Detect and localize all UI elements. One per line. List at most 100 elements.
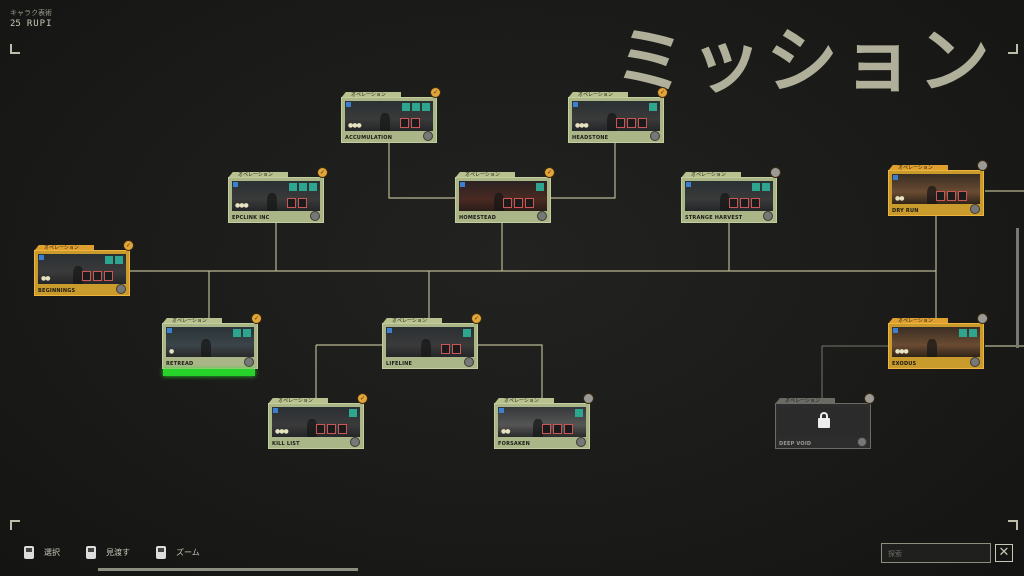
status-ring-icon (970, 357, 980, 367)
search-input[interactable]: 探索 (881, 543, 991, 563)
mission-label: BEGINNINGS (38, 288, 76, 294)
stat-boxes (441, 344, 461, 354)
reward-icons (289, 183, 317, 191)
mission-type-icon (686, 182, 691, 187)
medal-icon: ✓ (544, 167, 555, 178)
stat-boxes (82, 271, 113, 281)
mission-card-exodus[interactable]: オペレーション ●●● EXODUS (888, 313, 988, 369)
status-ring-icon (537, 211, 547, 221)
mission-label: DRY RUN (892, 208, 919, 214)
status-ring-icon (576, 437, 586, 447)
legend-select: 選択 (24, 546, 60, 559)
mission-label: HEADSTONE (572, 135, 609, 141)
reward-icons (402, 103, 430, 111)
controls-legend: 選択 見渡す ズーム (24, 546, 212, 559)
status-ring-icon (650, 131, 660, 141)
link-accumulation (388, 143, 455, 199)
difficulty-icons: ●●● (235, 202, 249, 209)
reward-icons (575, 409, 583, 417)
mission-label: LIFELINE (386, 361, 413, 367)
key-zoom-icon (156, 546, 166, 559)
reward-icons (105, 256, 123, 264)
reward-icons (536, 183, 544, 191)
mission-card-dry-run[interactable]: オペレーション ●● DRY RUN (888, 160, 988, 216)
mission-label: EPCLINK INC (232, 215, 270, 221)
stat-boxes (616, 118, 647, 128)
mission-label: RETREAD (166, 361, 194, 367)
mission-card-forsaken[interactable]: オペレーション ●● FORSAKEN (494, 393, 594, 449)
reward-icons (233, 329, 251, 337)
medal-icon (977, 160, 988, 171)
link-forsaken (478, 344, 543, 401)
medal-icon (770, 167, 781, 178)
mission-type-icon (273, 408, 278, 413)
stat-boxes (729, 198, 760, 208)
medal-icon: ✓ (357, 393, 368, 404)
corner-frame-bottom-right (1008, 520, 1018, 530)
link-headstone (551, 143, 616, 199)
mission-card-locked[interactable]: オペレーション DEEP VOID (775, 393, 875, 449)
screen-title: ミッション (613, 19, 994, 103)
medal-icon (583, 393, 594, 404)
status-ring-icon (464, 357, 474, 367)
mission-card-homestead[interactable]: オペレーション HOMESTEAD ✓ (455, 167, 555, 223)
mission-type-icon (893, 328, 898, 333)
mission-card-beginnings[interactable]: オペレーション ●● BEGINNINGS ✓ (34, 240, 134, 296)
difficulty-icons: ●●● (348, 122, 362, 129)
mission-card-accumulation[interactable]: オペレーション ●●● ACCUMULATION ✓ (341, 87, 441, 143)
stat-boxes (287, 198, 307, 208)
mission-card-strange-harvest[interactable]: オペレーション STRANGE HARVEST (681, 167, 781, 223)
mission-type-icon (460, 182, 465, 187)
status-ring-icon (310, 211, 320, 221)
mission-type-icon (233, 182, 238, 187)
medal-icon: ✓ (123, 240, 134, 251)
reward-icons (463, 329, 471, 337)
mission-label: KILL LIST (272, 441, 300, 447)
difficulty-icons: ●●● (895, 348, 909, 355)
difficulty-icons: ●●● (575, 122, 589, 129)
mission-card-kill-list[interactable]: オペレーション ●●● KILL LIST ✓ (268, 393, 368, 449)
lock-icon (818, 412, 830, 428)
link-locked (821, 345, 888, 401)
stat-boxes (503, 198, 534, 208)
search-box[interactable]: 探索 ✕ (881, 543, 1013, 563)
status-ring-icon (857, 437, 867, 447)
status-ring-icon (116, 284, 126, 294)
medal-icon: ✓ (317, 167, 328, 178)
mission-card-headstone[interactable]: オペレーション ●●● HEADSTONE ✓ (568, 87, 668, 143)
player-caption: キャラク表術 (10, 9, 52, 17)
mission-card-epclink[interactable]: オペレーション ●●● EPCLINK INC ✓ (228, 167, 328, 223)
medal-icon (864, 393, 875, 404)
corner-frame-bottom-left (10, 520, 20, 530)
reward-icons (649, 103, 657, 111)
mission-card-lifeline[interactable]: オペレーション LIFELINE ✓ (382, 313, 482, 369)
reward-icons (959, 329, 977, 337)
player-level: 25 (10, 19, 21, 29)
reward-icons (349, 409, 357, 417)
stat-boxes (542, 424, 573, 434)
mission-label: DEEP VOID (779, 441, 812, 447)
close-icon[interactable]: ✕ (995, 544, 1013, 562)
mission-label: HOMESTEAD (459, 215, 497, 221)
status-ring-icon (244, 357, 254, 367)
stat-boxes (400, 118, 420, 128)
corner-frame-top-left (10, 44, 20, 54)
medal-icon: ✓ (251, 313, 262, 324)
mission-label: FORSAKEN (498, 441, 531, 447)
vertical-scrollbar[interactable] (1016, 228, 1019, 348)
key-select-icon (24, 546, 34, 559)
reward-icons (752, 183, 770, 191)
status-ring-icon (763, 211, 773, 221)
horizontal-scrollbar[interactable] (98, 568, 358, 571)
link-kill-list (315, 344, 382, 401)
mission-card-retread[interactable]: オペレーション ● RETREAD ✓ (162, 313, 262, 369)
medal-icon: ✓ (657, 87, 668, 98)
mission-progress-bar (163, 369, 255, 376)
mission-label: STRANGE HARVEST (685, 215, 743, 221)
legend-zoom: ズーム (156, 546, 200, 559)
stat-boxes (936, 191, 967, 201)
legend-look: 見渡す (86, 546, 130, 559)
difficulty-icons: ● (169, 348, 174, 355)
